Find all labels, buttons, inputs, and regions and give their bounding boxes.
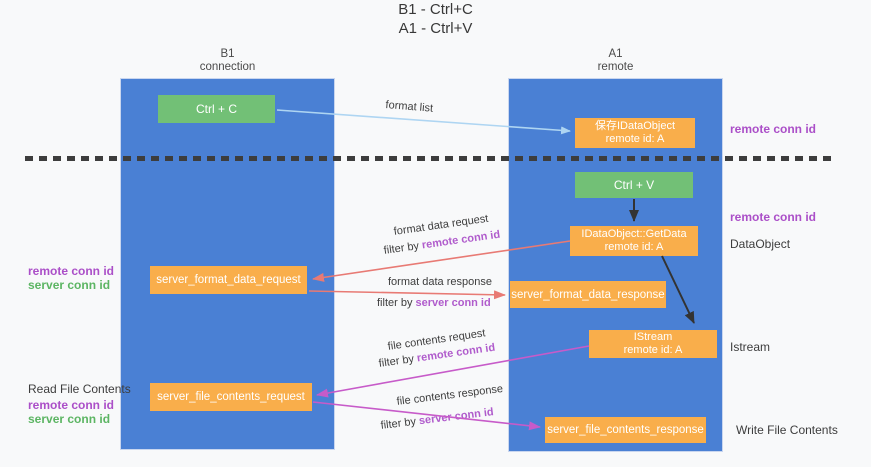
save-idataobject-box: 保存IDataObject remote id: A [575,118,695,148]
lifeline-header-a1: A1 remote [508,48,723,74]
right-label-remote-conn-id-top: remote conn id [730,122,817,136]
idataobject-getdata-box: IDataObject::GetData remote id: A [570,226,698,256]
title-line-2: A1 - Ctrl+V [398,20,473,37]
left-label-remote-conn-id-file: remote conn id [28,398,115,412]
left-label-read-file-contents: Read File Contents [28,382,131,396]
istream-box: IStream remote id: A [589,330,717,358]
lifeline-a1-name: A1 [608,48,623,60]
server-format-data-response-label: server_format_data_response [511,288,665,301]
server-file-contents-request-box: server_file_contents_request [150,383,312,411]
right-label-dataobject: DataObject [730,237,791,251]
file-contents-response-arrow-label: file contents response [396,382,504,408]
getdata-line1: IDataObject::GetData [581,228,687,240]
right-label-istream: Istream [730,340,771,354]
save-idataobject-line1: 保存IDataObject [594,120,676,132]
left-label-server-conn-id-file: server conn id [28,412,111,426]
left-label-server-conn-id-format: server conn id [28,278,111,292]
server-conn-id-highlight: server conn id [415,297,491,309]
server-file-contents-request-label: server_file_contents_request [157,391,305,403]
ctrl-v-box: Ctrl + V [575,172,693,198]
filter-by-text: filter by [378,352,418,370]
filter-by-text: filter by [377,297,416,309]
format-list-arrow-label: format list [385,99,434,115]
lifeline-b1-name: B1 [220,48,235,60]
ctrl-c-label: Ctrl + C [195,102,237,116]
file-contents-response-filter-label: filter by server conn id [380,406,494,432]
server-file-contents-response-label: server_file_contents_response [547,424,704,436]
left-label-remote-conn-id-format: remote conn id [28,264,115,278]
getdata-line2: remote id: A [604,241,664,253]
machine-boundary-dashed-line [25,156,833,161]
server-conn-id-highlight: server conn id [418,406,495,428]
lifeline-a1-role: remote [597,61,634,73]
server-format-data-response-box: server_format_data_response [510,281,666,308]
server-file-contents-response-box: server_file_contents_response [545,417,706,443]
filter-by-text: filter by [383,239,423,257]
title-line-1: B1 - Ctrl+C [398,1,473,18]
server-format-data-request-label: server_format_data_request [156,274,301,286]
format-data-response-filter-label: filter by server conn id [377,297,491,309]
ctrl-v-label: Ctrl + V [613,178,655,192]
server-format-data-request-box: server_format_data_request [150,266,307,294]
format-data-response-arrow [308,290,506,300]
lifeline-b1-role: connection [199,61,256,73]
istream-line1: IStream [633,331,673,343]
save-idataobject-line2: remote id: A [605,133,665,145]
right-label-write-file-contents: Write File Contents [736,423,838,437]
format-data-response-arrow-label: format data response [388,276,492,288]
lifeline-header-b1: B1 connection [120,48,335,74]
diagram-title: B1 - Ctrl+C A1 - Ctrl+V [0,0,871,38]
istream-line2: remote id: A [623,344,683,356]
right-label-remote-conn-id-mid: remote conn id [730,210,817,224]
filter-by-text: filter by [380,415,420,432]
ctrl-c-box: Ctrl + C [158,95,275,123]
